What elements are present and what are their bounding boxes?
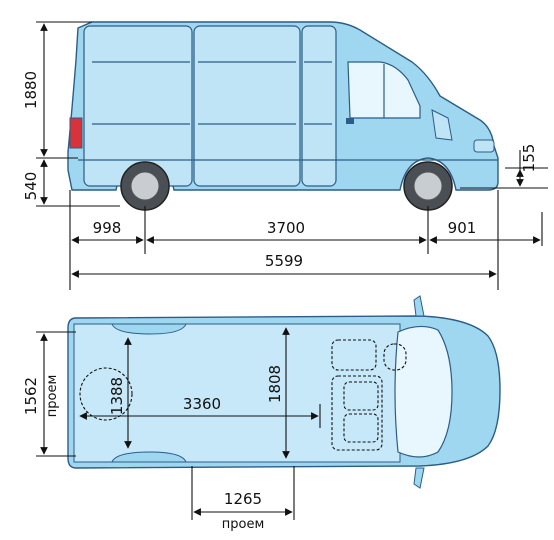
avito-watermark: Avito <box>450 499 538 528</box>
mirror-top <box>413 295 425 317</box>
wheel-arch-top <box>111 323 187 335</box>
bumper-height-label: 155 <box>520 144 538 173</box>
seat-passenger-2 <box>343 413 379 443</box>
van-top-view <box>67 295 501 489</box>
top-dimensions: 1562 проем 1388 3360 1808 1265 проем <box>22 327 321 532</box>
headlight <box>431 109 453 141</box>
seat-driver <box>331 339 377 371</box>
door-handle <box>346 118 354 124</box>
wheel-arch-bottom <box>111 451 187 463</box>
seat-bench <box>331 375 383 451</box>
rear-door-swing <box>79 367 133 421</box>
rear-opening-caption: проем <box>45 375 60 418</box>
seat-steering <box>383 343 407 371</box>
side-dimensions: 1880 540 155 998 3700 901 5599 <box>22 21 548 290</box>
rear-overhang-label: 901 <box>448 219 477 237</box>
watermark-text: Avito <box>474 503 538 528</box>
overall-length-label: 5599 <box>265 252 303 270</box>
between-arches-label: 1388 <box>108 377 126 415</box>
mirror-bottom <box>413 467 425 489</box>
side-panel-rear <box>83 25 193 187</box>
cargo-width-label: 1808 <box>266 365 284 403</box>
side-panel-mid <box>193 25 301 187</box>
van-side-view <box>67 21 499 211</box>
rear-opening-width-label: 1562 <box>22 377 40 415</box>
rear-lamp <box>69 117 83 149</box>
cargo-length-label: 3360 <box>183 395 221 413</box>
side-door-width-label: 1265 <box>224 490 262 508</box>
wheelbase-label: 3700 <box>267 219 305 237</box>
side-door-caption: проем <box>222 517 265 532</box>
front-overhang-label: 998 <box>93 219 122 237</box>
seat-passenger-1 <box>343 381 379 411</box>
cab-roof <box>394 325 453 458</box>
front-wheel <box>403 161 453 211</box>
height-total-label: 1880 <box>22 71 40 109</box>
rear-wheel <box>120 161 170 211</box>
floor-height-label: 540 <box>22 172 40 201</box>
front-grille <box>473 139 495 153</box>
side-panel-front <box>301 25 337 187</box>
